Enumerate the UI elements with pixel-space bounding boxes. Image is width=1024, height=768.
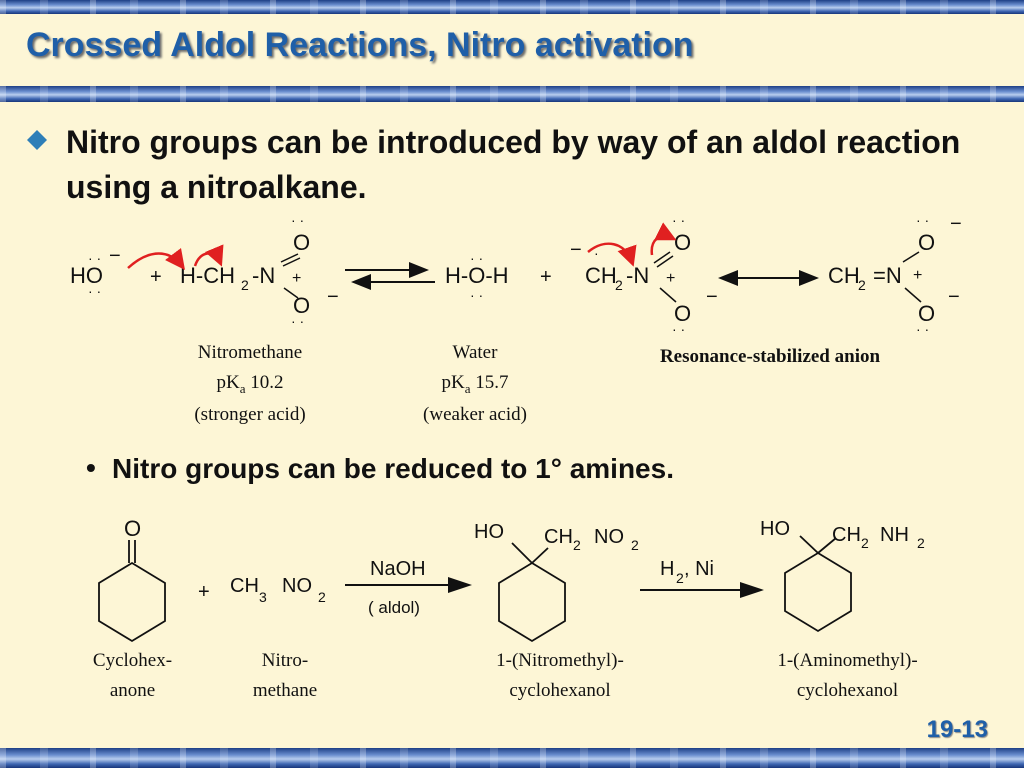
water-label: H-O-H: [445, 263, 509, 288]
svg-text:2: 2: [676, 570, 684, 586]
svg-text:· ·: · ·: [88, 250, 101, 266]
caption-resonance-anion: Resonance-stabilized anion: [659, 346, 881, 367]
svg-text:· ·: · ·: [916, 321, 929, 337]
plus-sign: +: [150, 266, 162, 288]
svg-text:+: +: [913, 267, 922, 284]
nitromethane-n-label: -N: [252, 263, 275, 288]
water-structure: H-O-H · · · ·: [445, 250, 509, 303]
resonance-form: CH 2 =N + O − O − · · · ·: [828, 212, 962, 337]
svg-text:, Ni: , Ni: [684, 558, 714, 580]
svg-text:CH: CH: [832, 524, 861, 546]
caption-cyclohexanone: Cyclohex- anone: [92, 650, 173, 702]
anion-n-label: -N: [626, 263, 649, 288]
caption-water: Water pKa 15.7 (weaker acid): [423, 342, 527, 425]
anion-ch-label: CH: [585, 263, 617, 288]
svg-text:· ·: · ·: [470, 250, 483, 266]
hydroxide-ion: HO − · · · ·: [70, 245, 121, 299]
svg-text:· ·: · ·: [291, 313, 304, 329]
svg-text:· ·: · ·: [916, 212, 929, 228]
bottom-banner-stripe: [0, 748, 1024, 768]
svg-text:2: 2: [861, 535, 869, 551]
svg-text:NO: NO: [594, 526, 624, 548]
nitromethane-structure: H-CH 2 -N + O O − · · · ·: [180, 212, 339, 329]
aminomethyl-cyclohexanol-structure: HO CH 2 NH 2: [760, 518, 925, 633]
hydroxide-charge: −: [109, 245, 121, 267]
title-underline-stripe: [0, 86, 1024, 102]
svg-text:−: −: [327, 286, 339, 308]
svg-text:· ·: · ·: [88, 283, 101, 299]
svg-text:O: O: [918, 230, 935, 255]
caption-aminomethyl-cyclohexanol: 1-(Aminomethyl)- cyclohexanol: [777, 650, 918, 702]
diamond-bullet-icon: [27, 130, 47, 150]
resonance-n-label: =N: [873, 263, 902, 288]
svg-text:· ·: · ·: [291, 212, 304, 228]
slide-title: Crossed Aldol Reactions, Nitro activatio…: [26, 26, 694, 64]
svg-text:O: O: [674, 230, 691, 255]
reagent-note-aldol: ( aldol): [368, 598, 420, 617]
svg-text:2: 2: [615, 277, 623, 293]
caption-nitromethane-2: Nitro- methane: [252, 650, 318, 702]
svg-text:O: O: [918, 301, 935, 326]
ketone-oxygen: O: [124, 516, 141, 541]
svg-text:· ·: · ·: [470, 287, 483, 303]
svg-text:−: −: [706, 286, 718, 308]
svg-text:HO: HO: [760, 518, 790, 540]
svg-text:2: 2: [917, 535, 925, 551]
nitromethyl-anion: − CH 2 -N + O O − · · · · ·: [570, 212, 718, 337]
caption-nitromethane: Nitromethane pKa 10.2 (stronger acid): [194, 342, 306, 425]
nitromethyl-cyclohexanol-structure: HO CH 2 NO 2: [474, 521, 639, 643]
svg-text:+: +: [540, 266, 552, 288]
svg-text:O: O: [674, 301, 691, 326]
svg-text:2: 2: [241, 277, 249, 293]
svg-text:NO: NO: [282, 575, 312, 597]
svg-text:CH: CH: [544, 526, 573, 548]
nitromethane-o-bottom: O: [293, 293, 310, 318]
bullet-nitro-introduction: Nitro groups can be introduced by way of…: [66, 124, 961, 205]
svg-text:2: 2: [318, 589, 326, 605]
svg-text:HO: HO: [474, 521, 504, 543]
reagent-h2-ni: H 2 , Ni: [660, 558, 714, 586]
curved-arrow-bond-shift: [193, 244, 224, 267]
plus-sign-2: +: [198, 581, 210, 603]
svg-text:NH: NH: [880, 524, 909, 546]
svg-text:3: 3: [259, 589, 267, 605]
top-banner-stripe: [0, 0, 1024, 14]
hydroxide-label: HO: [70, 263, 103, 288]
svg-text:−: −: [950, 213, 962, 235]
svg-text:CH: CH: [230, 575, 259, 597]
resonance-ch-label: CH: [828, 263, 860, 288]
svg-text:· ·: · ·: [672, 321, 685, 337]
svg-text:−: −: [948, 286, 960, 308]
svg-text:+: +: [292, 270, 301, 287]
nitromethane-o-top: O: [293, 230, 310, 255]
page-number: 19-13: [926, 716, 988, 743]
curved-arrow-anion-2: [650, 222, 677, 256]
svg-text:2: 2: [573, 537, 581, 553]
nitromethane-hch-label: H-CH: [180, 263, 235, 288]
svg-text:H: H: [660, 558, 674, 580]
reagent-naoh: NaOH: [370, 558, 426, 580]
cyclohexanone-structure: O: [98, 516, 166, 643]
curved-arrow-anion-1: [587, 242, 637, 267]
bullet-nitro-reduction: Nitro groups can be reduced to 1° amines…: [112, 453, 674, 484]
equilibrium-arrow: [345, 262, 435, 290]
svg-text:+: +: [666, 270, 675, 287]
svg-text:2: 2: [631, 537, 639, 553]
bullet-dot-icon: •: [86, 452, 96, 483]
svg-text:−: −: [570, 239, 582, 261]
curved-arrow-deprotonation: [127, 248, 186, 270]
svg-text:·: ·: [594, 245, 599, 261]
nitromethane-formula: CH 3 NO 2: [230, 575, 326, 605]
caption-nitromethyl-cyclohexanol: 1-(Nitromethyl)- cyclohexanol: [496, 650, 624, 702]
svg-text:2: 2: [858, 277, 866, 293]
